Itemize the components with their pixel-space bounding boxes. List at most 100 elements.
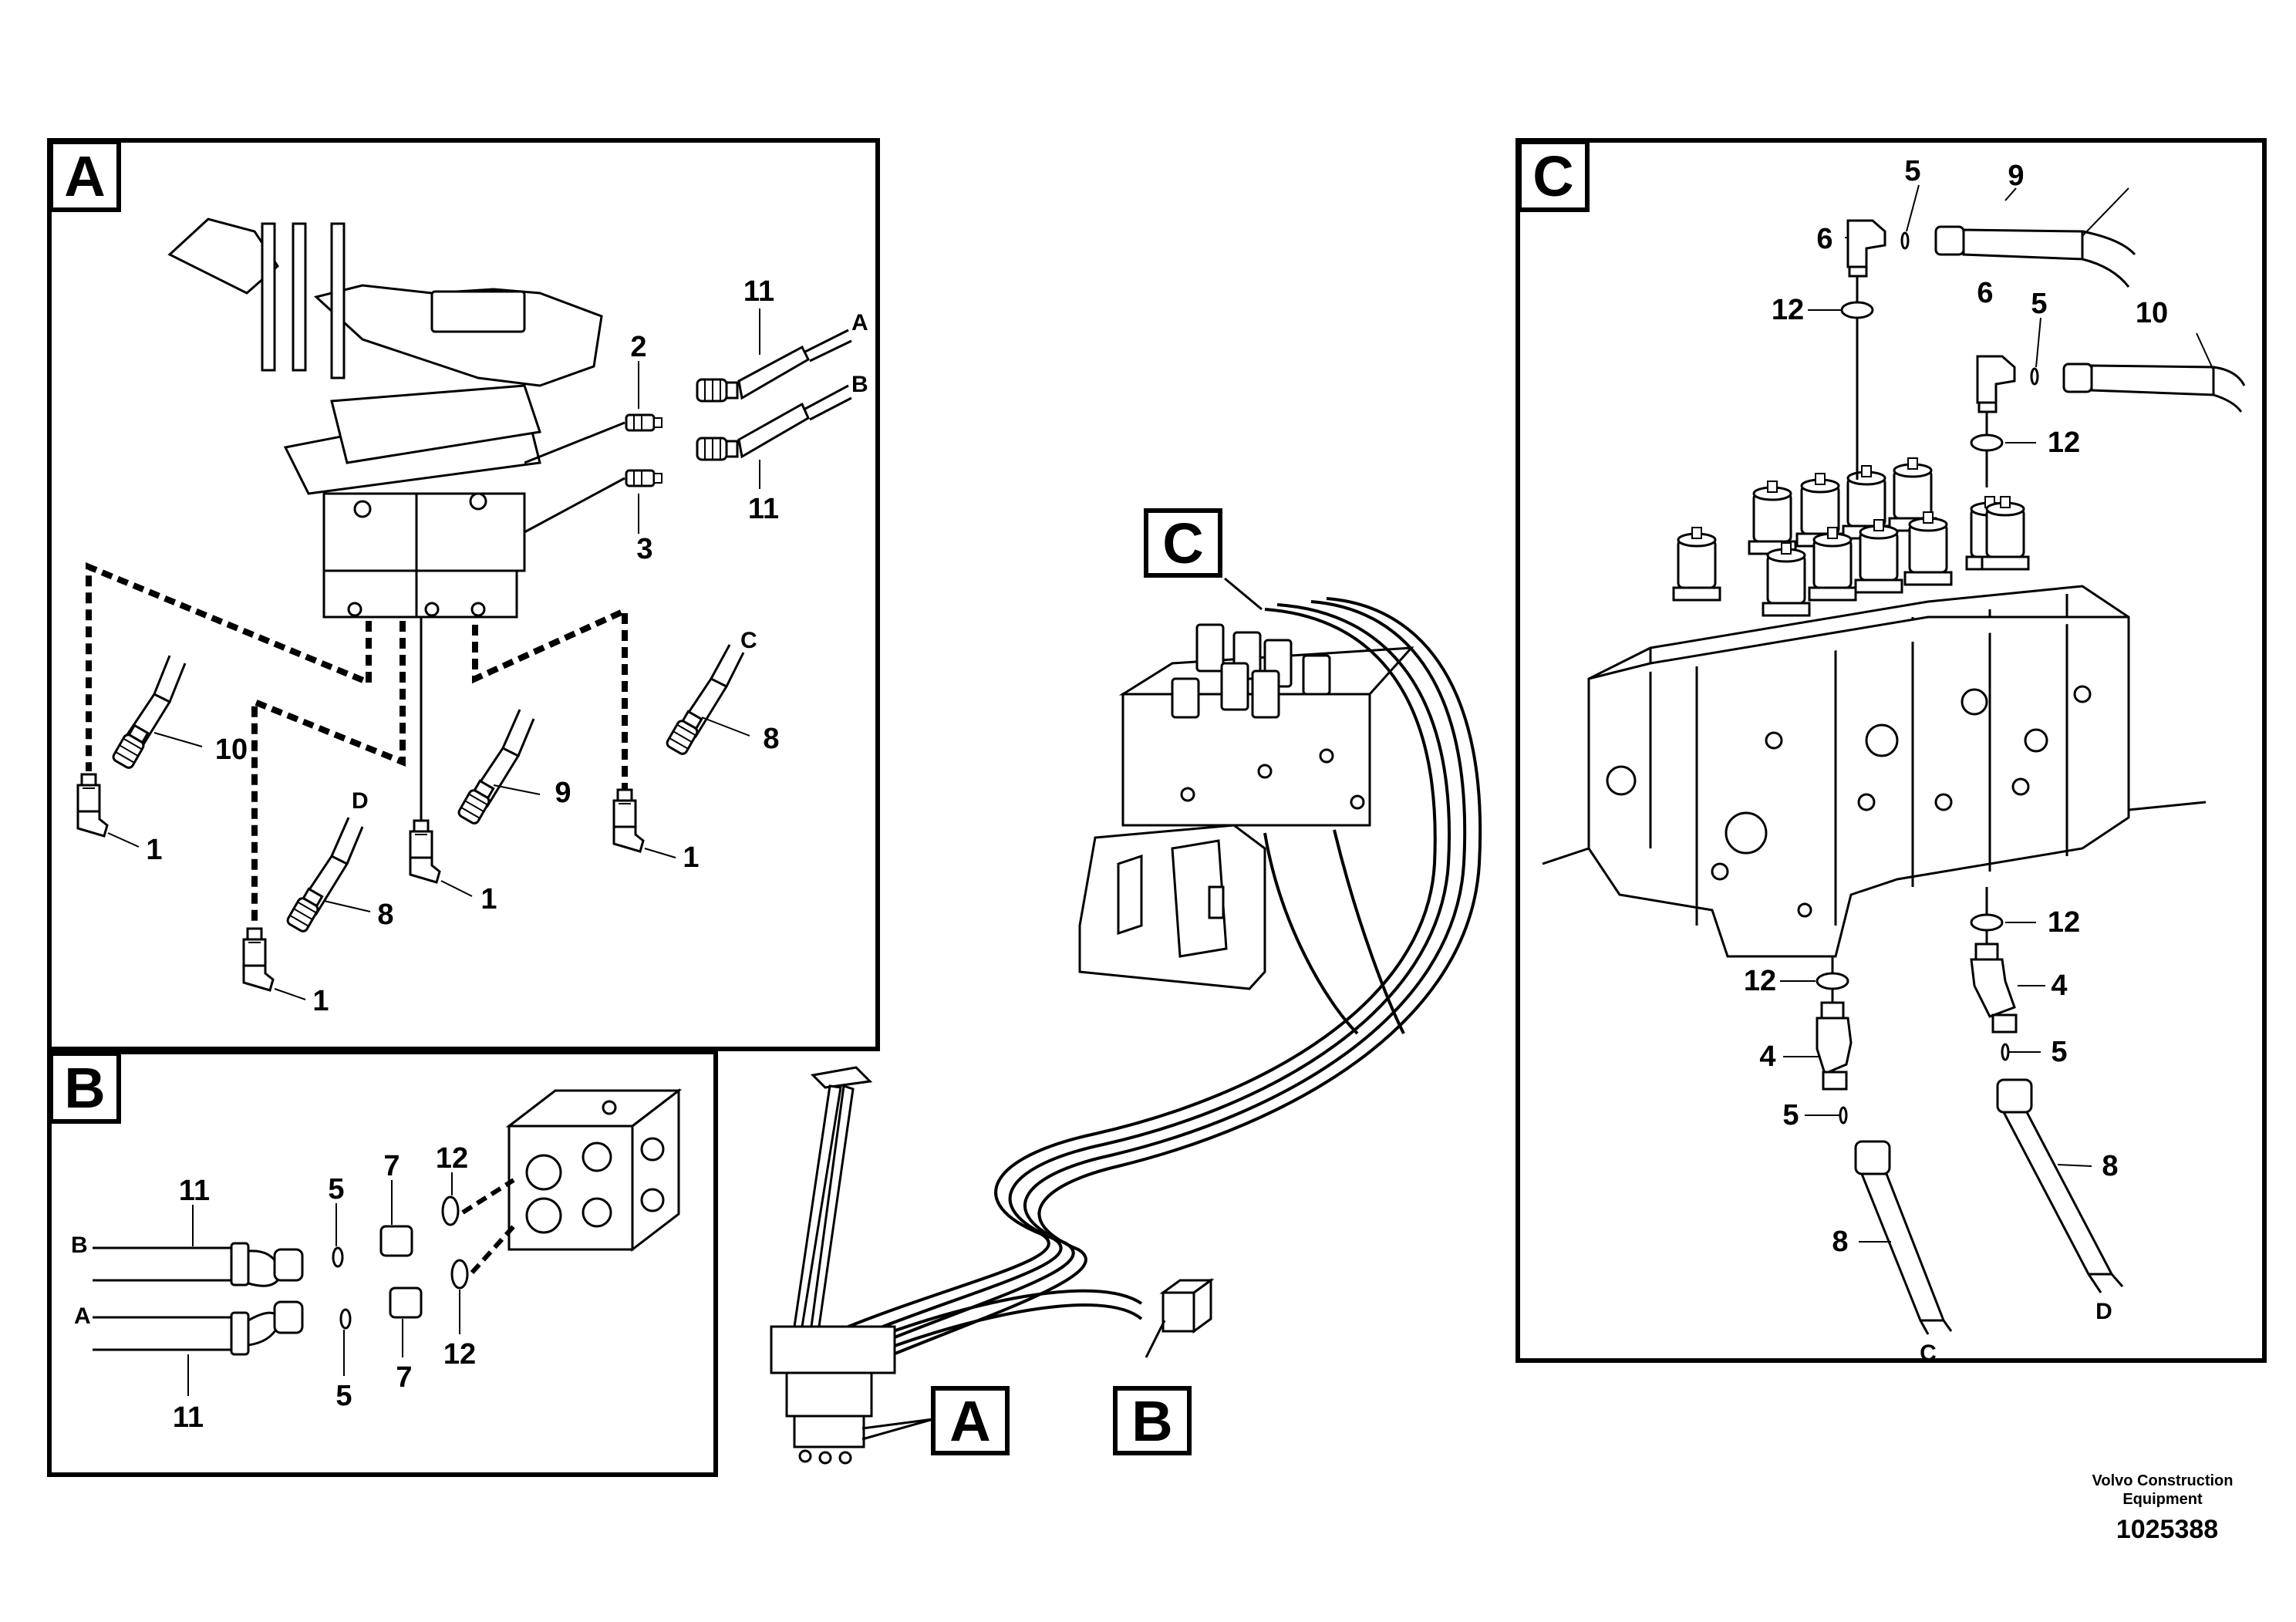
panel-b-callout-leaders bbox=[187, 1172, 460, 1396]
overview-tag-leaders bbox=[861, 577, 1263, 1441]
callout-b-7-lower: 7 bbox=[396, 1361, 412, 1394]
port-a-c: C bbox=[740, 628, 757, 653]
callout-a-1-left: 1 bbox=[146, 834, 162, 866]
callout-a-10: 10 bbox=[215, 733, 248, 766]
panel-a-dashed-paths bbox=[86, 562, 628, 926]
hose-8-d bbox=[285, 817, 364, 935]
hose-9 bbox=[456, 709, 535, 827]
overview-tag-a-letter: A bbox=[949, 1389, 990, 1453]
port-b-a: A bbox=[74, 1303, 91, 1329]
panel-b-hoses bbox=[93, 1242, 304, 1356]
callout-b-11-lower: 11 bbox=[173, 1401, 204, 1434]
panel-a-badge bbox=[49, 140, 121, 212]
overview-tag-b bbox=[1113, 1386, 1192, 1455]
port-a-d: D bbox=[352, 788, 369, 814]
solenoid-7 bbox=[1762, 541, 1811, 617]
callout-c-5-top: 5 bbox=[1904, 155, 1920, 187]
panel-c: C bbox=[1515, 138, 2267, 1366]
panel-c-frame bbox=[1515, 138, 2267, 1363]
callout-c-12-bottom-right: 12 bbox=[2048, 906, 2080, 939]
panel-a-callout-leaders bbox=[107, 309, 760, 1000]
port-c-c: C bbox=[1920, 1340, 1937, 1366]
callout-a-8-d: 8 bbox=[377, 899, 393, 931]
panel-a-letter: A bbox=[64, 144, 105, 208]
callout-c-8-left: 8 bbox=[1832, 1226, 1848, 1258]
solenoid-11 bbox=[1981, 495, 2030, 571]
solenoid-9 bbox=[1854, 518, 1903, 594]
elbow-1-right bbox=[612, 788, 645, 853]
overview-control-valve bbox=[1078, 623, 1414, 990]
drawing-footer: Volvo Construction Equipment 1025388 bbox=[2092, 1472, 2234, 1544]
panel-b-badge bbox=[49, 1051, 121, 1124]
callout-b-5-upper: 5 bbox=[328, 1173, 344, 1206]
panel-b: B bbox=[47, 1050, 718, 1477]
overview-block-b bbox=[1159, 1278, 1215, 1334]
solenoid-8 bbox=[1808, 526, 1857, 602]
port-a-b: B bbox=[851, 372, 868, 397]
connector-block bbox=[505, 1088, 683, 1253]
panel-a-leader-lines bbox=[420, 421, 625, 833]
callout-b-11-upper: 11 bbox=[179, 1175, 210, 1207]
callout-a-11-lower: 11 bbox=[748, 493, 779, 525]
panel-c-bottom-fittings bbox=[1816, 943, 2114, 1322]
panel-c-hose-tails bbox=[1919, 1273, 2124, 1335]
callout-b-5-lower: 5 bbox=[335, 1380, 352, 1412]
main-control-valve bbox=[1542, 585, 2207, 958]
panel-c-callout-leaders bbox=[1780, 184, 2214, 1243]
solenoid-10 bbox=[1903, 511, 1953, 586]
callout-c-10: 10 bbox=[2136, 297, 2168, 329]
callout-a-8-c: 8 bbox=[763, 723, 779, 755]
panel-c-letter: C bbox=[1532, 144, 1573, 208]
company-line-1: Volvo Construction bbox=[2092, 1472, 2234, 1489]
callout-c-9: 9 bbox=[2008, 160, 2024, 192]
fitting-2 bbox=[625, 413, 663, 432]
overview-assembly: C A B bbox=[770, 508, 1482, 1465]
port-b-b: B bbox=[71, 1233, 88, 1258]
overview-tag-c bbox=[1144, 508, 1222, 578]
overview-pedal-unit bbox=[770, 1066, 896, 1465]
panel-a-frame bbox=[47, 138, 880, 1051]
callout-a-1-right: 1 bbox=[683, 841, 699, 874]
callout-c-8-right: 8 bbox=[2102, 1150, 2118, 1182]
panel-b-frame bbox=[47, 1050, 718, 1477]
fitting-3 bbox=[625, 469, 663, 487]
hose-11-lower-end bbox=[696, 437, 739, 461]
port-c-d: D bbox=[2095, 1299, 2112, 1324]
overview-tag-c-letter: C bbox=[1162, 511, 1203, 575]
callout-c-4-left: 4 bbox=[1759, 1040, 1775, 1073]
callout-a-3: 3 bbox=[636, 533, 652, 565]
callout-c-5-right: 5 bbox=[2031, 288, 2047, 320]
callout-a-9: 9 bbox=[555, 777, 571, 809]
port-a-a: A bbox=[851, 310, 868, 336]
callout-b-12-upper: 12 bbox=[436, 1142, 468, 1175]
callout-a-11-upper: 11 bbox=[743, 275, 774, 308]
callout-c-12-right: 12 bbox=[2048, 427, 2080, 459]
callout-c-6-right: 6 bbox=[1977, 277, 1993, 309]
elbow-1-center bbox=[409, 819, 441, 884]
callout-b-7-upper: 7 bbox=[383, 1150, 400, 1182]
panel-c-top-fittings bbox=[1846, 219, 2246, 413]
elbow-1-bottom bbox=[242, 927, 275, 992]
callout-a-1-center: 1 bbox=[480, 883, 497, 916]
panel-c-badge bbox=[1517, 140, 1590, 212]
callout-c-4-right: 4 bbox=[2051, 969, 2067, 1002]
callout-a-2: 2 bbox=[630, 331, 646, 363]
callout-c-12-top: 12 bbox=[1772, 294, 1804, 326]
hose-11-upper-end bbox=[696, 378, 739, 403]
panel-b-dashed bbox=[461, 1178, 516, 1275]
hose-10 bbox=[110, 655, 187, 771]
panel-c-bottom-orings bbox=[1816, 887, 2004, 1003]
callout-c-6-top: 6 bbox=[1816, 223, 1832, 255]
company-line-2: Equipment bbox=[2122, 1491, 2203, 1508]
hose-11-upper bbox=[737, 329, 852, 400]
hose-11-lower bbox=[737, 384, 852, 459]
overview-hose-bundle bbox=[817, 597, 1482, 1371]
solenoid-6 bbox=[1672, 526, 1721, 602]
pilot-pedal-valve bbox=[167, 218, 603, 619]
panel-b-fittings bbox=[332, 1195, 469, 1330]
overview-tag-b-letter: B bbox=[1131, 1389, 1172, 1453]
drawing-number: 1025388 bbox=[2116, 1515, 2218, 1544]
callout-c-5-lower-left: 5 bbox=[1782, 1099, 1799, 1131]
hose-8-c bbox=[664, 644, 745, 757]
